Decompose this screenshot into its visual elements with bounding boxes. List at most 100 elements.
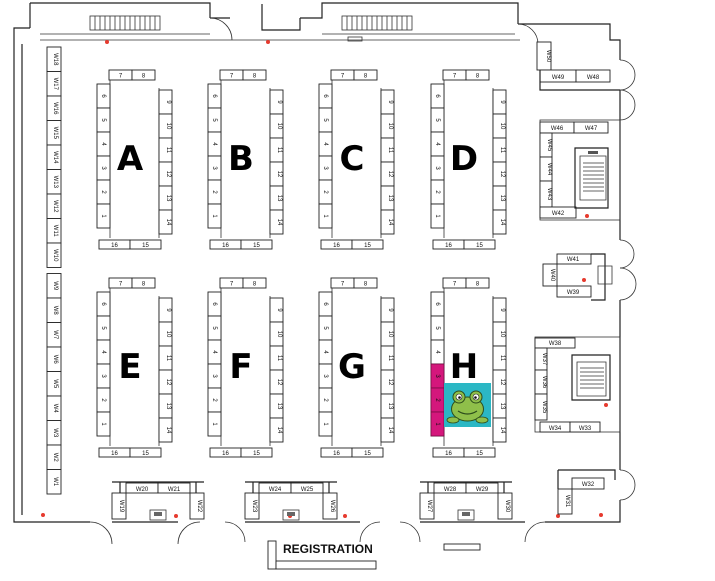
booth-label[interactable]: 16 <box>445 451 452 457</box>
booth-label[interactable]: W28 <box>444 487 457 493</box>
booth-label-W6[interactable]: W6 <box>52 355 58 365</box>
booth-label[interactable]: 7 <box>230 74 234 80</box>
booth-label[interactable]: 13 <box>276 195 282 202</box>
booth-label[interactable]: 9 <box>165 308 171 312</box>
booth-W36[interactable]: W36 <box>541 376 547 389</box>
booth-C-1[interactable] <box>318 203 333 229</box>
booth-label[interactable]: 6 <box>100 302 106 306</box>
booth-label[interactable]: 16 <box>222 243 229 249</box>
booth-label[interactable]: 7 <box>341 74 345 80</box>
booth-H-8[interactable] <box>465 277 490 289</box>
booth-B-8[interactable] <box>242 69 267 81</box>
booth-label[interactable]: 11 <box>387 355 393 362</box>
booth-label[interactable]: 2 <box>211 190 217 194</box>
booth-label[interactable]: 16 <box>111 451 118 457</box>
booth-F-8[interactable] <box>242 277 267 289</box>
booth-label[interactable]: 2 <box>322 190 328 194</box>
booth-label[interactable]: 3 <box>211 374 217 378</box>
booth-H-15[interactable] <box>463 447 496 458</box>
booth-label[interactable]: 12 <box>165 379 171 386</box>
booth-label-W14[interactable]: W14 <box>52 151 58 164</box>
booth-W49[interactable]: W49 <box>552 75 565 81</box>
booth-C-15[interactable] <box>351 239 384 250</box>
booth-W37[interactable]: W37 <box>541 353 547 366</box>
booth-label-W8[interactable]: W8 <box>52 306 58 316</box>
booth-label[interactable]: W22 <box>196 500 202 513</box>
booth-label[interactable]: 9 <box>387 100 393 104</box>
booth-label-W1[interactable]: W1 <box>52 477 58 487</box>
booth-label[interactable]: 15 <box>364 451 371 457</box>
booth-D-1[interactable] <box>430 203 445 229</box>
booth-label[interactable]: 9 <box>499 100 505 104</box>
booth-W21[interactable] <box>157 482 191 494</box>
booth-D-8[interactable] <box>465 69 490 81</box>
booth-label[interactable]: 5 <box>322 118 328 122</box>
booth-A-14[interactable] <box>158 209 173 235</box>
booth-label[interactable]: 8 <box>476 74 480 80</box>
booth-label[interactable]: 1 <box>100 422 106 426</box>
booth-label[interactable]: 2 <box>100 190 106 194</box>
booth-W32[interactable]: W32 <box>582 482 595 488</box>
booth-label[interactable]: 6 <box>322 302 328 306</box>
highlight-booth-label[interactable]: 2 <box>434 398 440 402</box>
booth-label[interactable]: 3 <box>211 166 217 170</box>
booth-E-15[interactable] <box>129 447 162 458</box>
booth-label-W11[interactable]: W11 <box>52 225 58 238</box>
booth-label[interactable]: 11 <box>165 147 171 154</box>
booth-label[interactable]: 11 <box>276 355 282 362</box>
booth-W31[interactable]: W31 <box>564 495 570 508</box>
booth-label[interactable]: W30 <box>504 500 510 513</box>
booth-label[interactable]: 8 <box>142 282 146 288</box>
booth-label[interactable]: 5 <box>211 118 217 122</box>
booth-label[interactable]: 7 <box>119 74 123 80</box>
booth-label[interactable]: 7 <box>453 282 457 288</box>
booth-label[interactable]: 14 <box>387 219 393 226</box>
booth-label[interactable]: W23 <box>251 500 257 513</box>
booth-label[interactable]: 5 <box>100 118 106 122</box>
booth-label[interactable]: 4 <box>100 350 106 354</box>
booth-label[interactable]: 15 <box>364 243 371 249</box>
frog-icon[interactable] <box>444 383 491 427</box>
booth-label[interactable]: 11 <box>499 355 505 362</box>
booth-label[interactable]: W24 <box>269 487 282 493</box>
booth-label[interactable]: 4 <box>434 142 440 146</box>
booth-label[interactable]: 1 <box>434 214 440 218</box>
booth-label[interactable]: 14 <box>499 427 505 434</box>
booth-label[interactable]: 10 <box>499 123 505 130</box>
booth-W35[interactable]: W35 <box>541 401 547 414</box>
booth-label[interactable]: 7 <box>453 74 457 80</box>
booth-D-14[interactable] <box>492 209 507 235</box>
booth-label[interactable]: 2 <box>100 398 106 402</box>
booth-label[interactable]: 8 <box>142 74 146 80</box>
booth-W47[interactable]: W47 <box>585 126 598 132</box>
booth-label-W17[interactable]: W17 <box>52 78 58 91</box>
booth-label-W16[interactable]: W16 <box>52 102 58 115</box>
booth-label[interactable]: 2 <box>211 398 217 402</box>
booth-H-14[interactable] <box>492 417 507 443</box>
booth-G-1[interactable] <box>318 411 333 437</box>
booth-label[interactable]: 1 <box>100 214 106 218</box>
booth-label[interactable]: 3 <box>100 374 106 378</box>
booth-label[interactable]: 3 <box>100 166 106 170</box>
booth-label[interactable]: W27 <box>426 500 432 513</box>
booth-label[interactable]: 3 <box>322 374 328 378</box>
booth-F-1[interactable] <box>207 411 222 437</box>
booth-label-W10[interactable]: W10 <box>52 249 58 262</box>
booth-A-8[interactable] <box>131 69 156 81</box>
booth-label[interactable]: 16 <box>445 243 452 249</box>
booth-label[interactable]: 13 <box>499 403 505 410</box>
booth-G-14[interactable] <box>380 417 395 443</box>
booth-label-W9[interactable]: W9 <box>52 281 58 291</box>
booth-label[interactable]: 9 <box>276 308 282 312</box>
booth-W46[interactable]: W46 <box>551 126 564 132</box>
highlight-booth-label[interactable]: 1 <box>434 422 440 426</box>
booth-label-W15[interactable]: W15 <box>52 127 58 140</box>
booth-B-15[interactable] <box>240 239 273 250</box>
booth-label[interactable]: 16 <box>333 451 340 457</box>
booth-label[interactable]: 8 <box>364 282 368 288</box>
booth-label[interactable]: 4 <box>322 350 328 354</box>
booth-G-8[interactable] <box>353 277 378 289</box>
booth-label[interactable]: 15 <box>476 451 483 457</box>
booth-label[interactable]: 12 <box>387 379 393 386</box>
booth-label[interactable]: 12 <box>499 379 505 386</box>
